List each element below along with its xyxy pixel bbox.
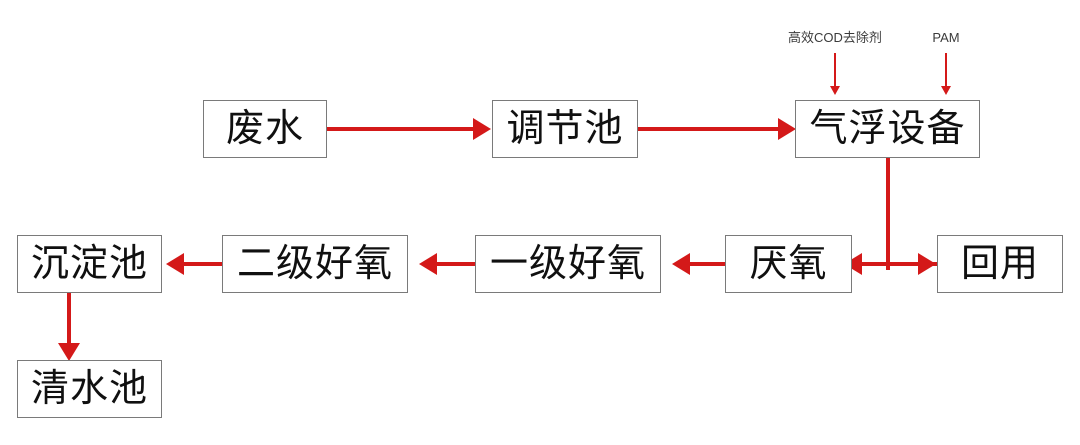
connector-aerobic1-to-aerobic2: [437, 262, 475, 266]
node-clear-water-tank[interactable]: 清水池: [17, 360, 162, 418]
arrowhead-aerobic2-to-sedimentation: [166, 253, 184, 275]
connector-junction-bar: [860, 262, 940, 266]
arrowhead-junction-to-reuse: [918, 253, 936, 275]
node-primary-aerobic[interactable]: 一级好氧: [475, 235, 661, 293]
connector-aerobic2-to-sedimentation: [184, 262, 222, 266]
node-reuse[interactable]: 回用: [937, 235, 1063, 293]
connector-pam-to-flotation: [945, 53, 947, 87]
connector-anaerobic-to-aerobic1: [690, 262, 725, 266]
caption-cod-remover: 高效COD去除剂: [788, 30, 882, 45]
connector-regulating-to-flotation: [638, 127, 780, 131]
node-anaerobic[interactable]: 厌氧: [725, 235, 852, 293]
arrowhead-sedimentation-to-clearwater: [58, 343, 80, 361]
caption-pam: PAM: [932, 30, 960, 45]
node-secondary-aerobic[interactable]: 二级好氧: [222, 235, 408, 293]
arrowhead-anaerobic-to-aerobic1: [672, 253, 690, 275]
connector-flotation-to-junction: [886, 158, 890, 270]
connector-sedimentation-to-clearwater: [67, 293, 71, 345]
connector-wastewater-to-regulating: [327, 127, 475, 131]
node-air-flotation[interactable]: 气浮设备: [795, 100, 980, 158]
arrowhead-aerobic1-to-aerobic2: [419, 253, 437, 275]
arrowhead-cod-to-flotation: [830, 86, 840, 95]
arrowhead-pam-to-flotation: [941, 86, 951, 95]
connector-cod-to-flotation: [834, 53, 836, 87]
node-wastewater[interactable]: 废水: [203, 100, 327, 158]
arrowhead-regulating-to-flotation: [778, 118, 796, 140]
arrowhead-wastewater-to-regulating: [473, 118, 491, 140]
node-regulating-tank[interactable]: 调节池: [492, 100, 638, 158]
node-sedimentation-tank[interactable]: 沉淀池: [17, 235, 162, 293]
